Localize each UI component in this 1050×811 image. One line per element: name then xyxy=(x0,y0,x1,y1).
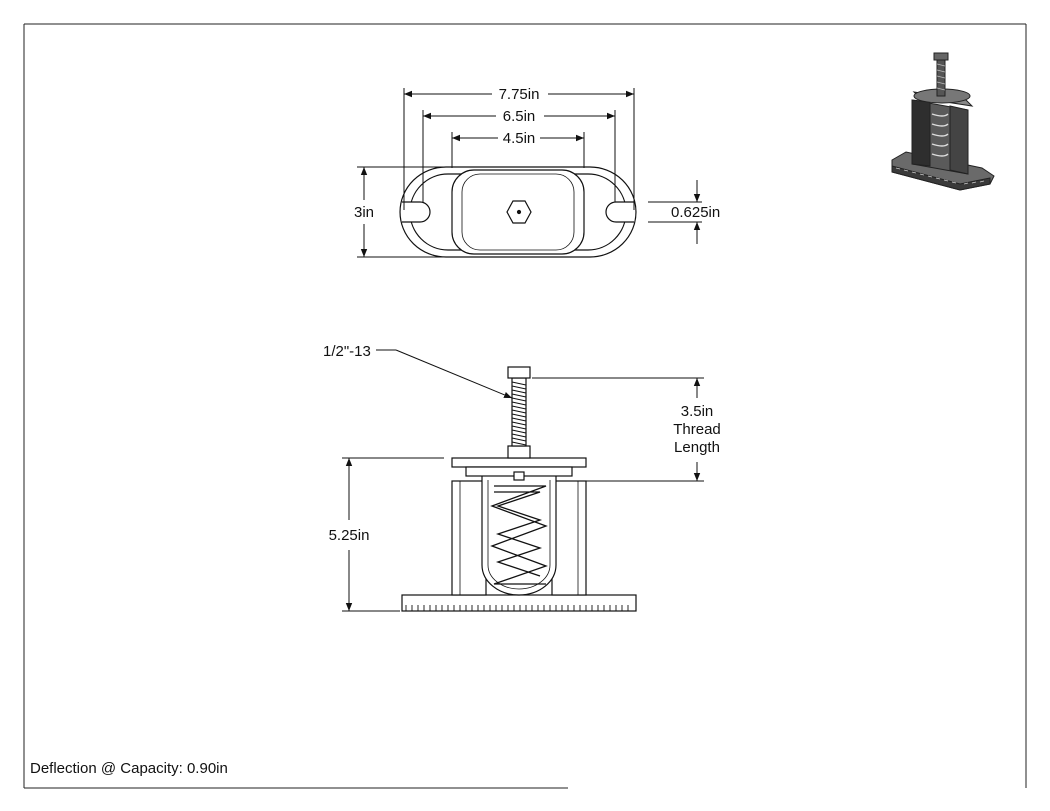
thread-marks xyxy=(511,381,527,446)
top-view xyxy=(399,166,637,258)
side-view-dimensions xyxy=(342,349,704,612)
base-plate xyxy=(401,594,637,612)
dim-thread-length-value: 3.5in xyxy=(681,403,714,420)
dim-thread-length-label-2: Length xyxy=(674,439,720,456)
spring-coils xyxy=(490,485,548,585)
dim-overall-width: 7.75in xyxy=(499,86,540,103)
isometric-view xyxy=(891,52,995,191)
left-slot xyxy=(402,201,431,223)
right-slot xyxy=(605,201,634,223)
housing-right-wall xyxy=(551,480,587,596)
base-serrations xyxy=(405,605,629,611)
dim-slot-spacing: 6.5in xyxy=(503,108,536,125)
side-view xyxy=(401,366,637,612)
bolt-nut-upper xyxy=(507,366,531,379)
housing-left-wall xyxy=(451,480,487,596)
dim-depth: 3in xyxy=(354,204,374,221)
bolt-thread-callout: 1/2"-13 xyxy=(323,343,371,360)
deflection-note: Deflection @ Capacity: 0.90in xyxy=(30,760,228,777)
dim-plate-width: 4.5in xyxy=(503,130,536,147)
deflection-value: 0.90in xyxy=(186,760,228,777)
dim-slot-width: 0.625in xyxy=(671,204,720,221)
dim-thread-length-label-1: Thread xyxy=(673,421,721,438)
dim-overall-height: 5.25in xyxy=(329,527,370,544)
base-inner-outline xyxy=(409,173,627,251)
bolt-nut-lower xyxy=(507,445,531,459)
top-view-dimensions xyxy=(357,88,702,258)
deflection-label: Deflection @ Capacity: xyxy=(30,760,183,777)
sheet-border xyxy=(23,23,1027,789)
top-plate xyxy=(451,457,587,468)
